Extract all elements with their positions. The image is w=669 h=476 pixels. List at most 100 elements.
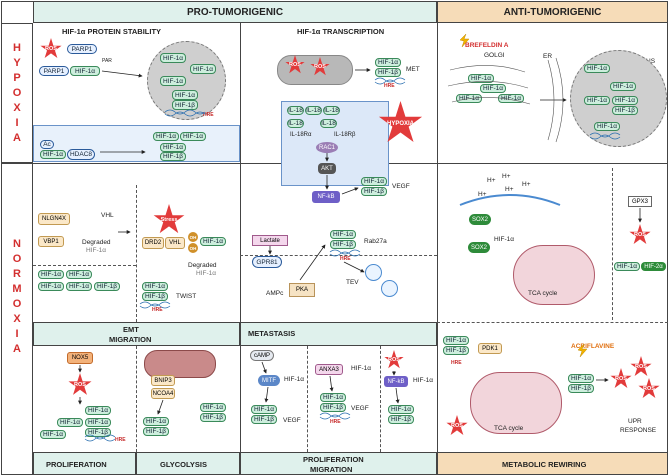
arrow [261,361,267,374]
oh-circle-2: OH [188,243,198,253]
hplus-3: H+ [505,186,514,193]
glycolysis-title: GLYCOLYSIS [160,460,207,469]
nfkb-label: NF-kB [317,194,335,200]
nuc-hif1a-2: HIF-1α [190,64,216,74]
dna-helix [84,436,116,442]
hif1a-hdac-node: HIF-1α [40,150,66,159]
nfkb-n-hif1a: HIF-1α [388,405,414,414]
ampc-label: AMPc [266,290,284,297]
nlgn4x-label: NLGN4X [41,216,66,222]
dna-helix [164,111,206,117]
dash-metastasis [240,255,437,256]
rac1-label: RAC1 [318,144,335,151]
rac1-node: RAC1 [316,142,338,153]
arrow [343,261,365,273]
dna-helix [139,301,171,307]
hre-prolif: HRE [115,437,126,443]
golgi-membrane [451,97,531,105]
brefeldin-label: BREFELDIN A [465,42,509,49]
arrow [264,386,269,403]
normoxia-letter: I [15,328,19,340]
golgi-membrane [447,81,529,89]
hypoxia-star-label: HYPOXIA [386,120,414,127]
drd2-node: DRD2 [142,237,164,249]
mitf-node: MITF [258,375,280,386]
nox5-label: NOX5 [71,355,89,361]
vegf-label-anxa3: VEGF [351,405,369,412]
prolif-mig-title-1: PROLIFERATION [303,455,364,464]
degraded-label-2: Degraded [188,262,217,269]
nl-hif1a-3: HIF-1α [38,282,64,291]
ncoa4-node: NCOA4 [151,388,175,399]
mitf-hif1b: HIF-1β [251,415,277,424]
rab27a-label: Rab27a [364,238,387,245]
nuc-hif1b: HIF-1β [172,100,198,110]
normoxia-letter: R [13,268,21,280]
dna-helix [319,412,351,418]
er-membrane [547,59,555,141]
hre-rab27a: HRE [340,256,351,262]
nfkb-node-normoxia: NF-kB [384,376,408,387]
dash-anti-normoxia [612,168,613,320]
proliferation-title: PROLIFERATION [46,460,107,469]
tca-label-2: TCA cycle [494,425,524,432]
gpr81-node: GPR81 [252,256,282,268]
hypoxia-letter: X [13,102,21,114]
ros-label: ROS [45,46,57,52]
hypoxia-letter: Y [13,57,21,69]
anxa3-label: ANXA3 [319,366,339,373]
tev-vesicle-2 [381,280,398,297]
normoxia-letter: O [12,298,22,310]
trans-hif1b: HIF-1β [375,68,401,77]
divider-stability-transcription [240,23,241,453]
nl-hif1a-1: HIF-1α [38,270,64,279]
glyc-hif1a-2: HIF-1α [200,403,226,412]
cell-membrane [459,194,561,206]
dna-helix [164,109,206,115]
hplus-5: H+ [478,191,487,198]
glyc-hif1a-1: HIF-1α [143,417,169,426]
arrow [329,375,334,392]
dna-helix [329,251,361,257]
trans-hif1a: HIF-1α [375,58,401,67]
hypoxia-letter: I [15,117,19,129]
upr-label-1: UPR [628,418,642,425]
pka-label: PKA [295,287,308,293]
hypoxia-vertical-label: H Y P O X I A [10,42,24,144]
ros-label: ROS [635,364,647,370]
stress-hif1a: HIF-1α [200,237,226,246]
dash-glycolysis [136,346,137,452]
vegf-label-mitf: VEGF [283,417,301,424]
acr-hif1b: HIF-1β [568,384,594,393]
ros-label: ROS [451,423,463,429]
normoxia-letter: M [12,283,22,295]
il18rb-label: IL-18Rβ [334,132,356,138]
nfkb-node-hypoxia: NF-kB [312,191,340,203]
proliferation-migration-banner [240,452,437,475]
golgi-label: GOLGI [484,52,505,59]
gpx3-hif1a: HIF-1α [614,262,640,271]
gpx3-hif2a: HIF-2α [641,262,666,271]
dash-normoxia-left [136,185,137,322]
camp-node: cAMP [250,350,274,361]
anti-nuc-hif1a-2: HIF-1α [610,82,636,91]
pro-tumorigenic-header: PRO-TUMORIGENIC [33,1,437,23]
twist-hif1b: HIF-1β [142,292,168,301]
acriflavine-label: ACRIFLAVINE [571,343,615,350]
dash-metastasis-1 [307,346,308,452]
prolif-hif1a-2: HIF-1α [57,418,83,427]
dna-helix [374,77,406,83]
oh-label: OH [189,234,197,240]
hif1a-node: HIF-1α [70,66,100,76]
mitf-hif1a: HIF-1α [251,405,277,414]
gpx3-label: GPX3 [631,198,648,205]
hplus-4: H+ [522,181,531,188]
proliferation-banner [33,452,136,475]
oh-circle-1: OH [188,232,198,242]
ros-label: ROS [643,386,655,392]
divider-pro-anti [437,23,438,475]
hypoxia-letter: H [13,42,21,54]
stress-label: Stress [160,217,178,223]
il18-3: IL-18 [323,106,340,115]
migration-title: MIGRATION [109,335,152,344]
